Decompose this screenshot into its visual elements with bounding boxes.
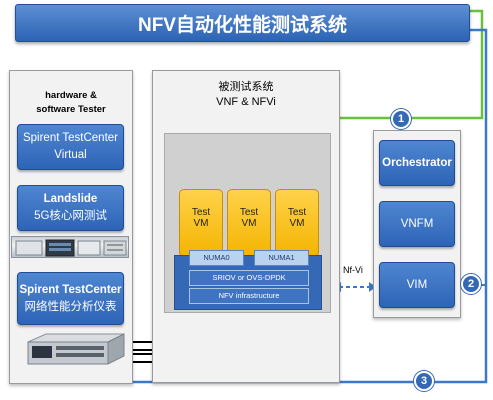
tester-panel-title: hardware & software Tester — [10, 89, 132, 117]
vm1-line2: VM — [193, 218, 209, 229]
box3-line2: 网络性能分析仪表 — [24, 300, 117, 313]
title-banner: NFV自动化性能测试系统 — [15, 4, 470, 42]
vim-label: VIM — [406, 278, 428, 291]
spirent-testcenter-virtual-box[interactable]: Spirent TestCenter Virtual — [17, 124, 124, 170]
vm2-line1: Test — [239, 207, 259, 218]
tester-title-line2: software Tester — [36, 104, 106, 115]
test-vm-2[interactable]: Test VM — [227, 189, 271, 257]
tester-title-line1: hardware & — [45, 90, 97, 101]
step-badge-3: 3 — [414, 371, 434, 391]
test-vm-3[interactable]: Test VM — [275, 189, 319, 257]
numa0-box: NUMA0 — [189, 250, 244, 266]
vnfm-label: VNFM — [400, 217, 434, 230]
vim-box[interactable]: VIM — [379, 262, 455, 308]
landslide-box[interactable]: Landslide 5G核心网测试 — [17, 185, 124, 231]
box1-line1: Spirent TestCenter — [22, 132, 119, 144]
vm1-line1: Test — [191, 207, 211, 218]
tester-device-image — [24, 332, 126, 368]
appliance-icon — [27, 333, 125, 365]
nfv-infrastructure-bar: NFV infrastructure — [189, 288, 309, 304]
numa1-label: NUMA1 — [268, 253, 295, 262]
sut-title-line2: VNF & NFVi — [216, 96, 276, 108]
page-title: NFV自动化性能测试系统 — [137, 14, 347, 36]
box2-line1: Landslide — [43, 193, 98, 205]
hardware-chassis-image — [11, 236, 129, 258]
sut-panel-title: 被测试系统 VNF & NFVi — [152, 80, 340, 110]
vnfm-box[interactable]: VNFM — [379, 201, 455, 247]
step-badge-2: 2 — [461, 274, 481, 294]
sriov-label: SRIOV or OVS-DPDK — [212, 273, 286, 282]
spirent-network-analyzer-box[interactable]: Spirent TestCenter 网络性能分析仪表 — [17, 272, 124, 325]
sut-title-line1: 被测试系统 — [218, 81, 274, 93]
numa0-label: NUMA0 — [203, 253, 230, 262]
orchestrator-label: Orchestrator — [382, 156, 452, 169]
box2-line2: 5G核心网测试 — [34, 210, 107, 222]
numa1-box: NUMA1 — [254, 250, 309, 266]
vm3-line1: Test — [287, 207, 307, 218]
vm3-line2: VM — [289, 218, 305, 229]
box1-line2: Virtual — [54, 149, 87, 161]
nf-vi-arrowhead-right — [369, 282, 376, 292]
vm2-line2: VM — [241, 218, 257, 229]
nf-vi-label: Nf-Vi — [343, 265, 363, 275]
step-badge-1: 1 — [391, 109, 411, 129]
orchestrator-box[interactable]: Orchestrator — [379, 140, 455, 186]
box3-line1: Spirent TestCenter — [19, 283, 122, 296]
sriov-bar: SRIOV or OVS-DPDK — [189, 270, 309, 286]
chassis-icon — [15, 239, 127, 257]
nfv-infra-label: NFV infrastructure — [218, 291, 280, 300]
test-vm-1[interactable]: Test VM — [179, 189, 223, 257]
